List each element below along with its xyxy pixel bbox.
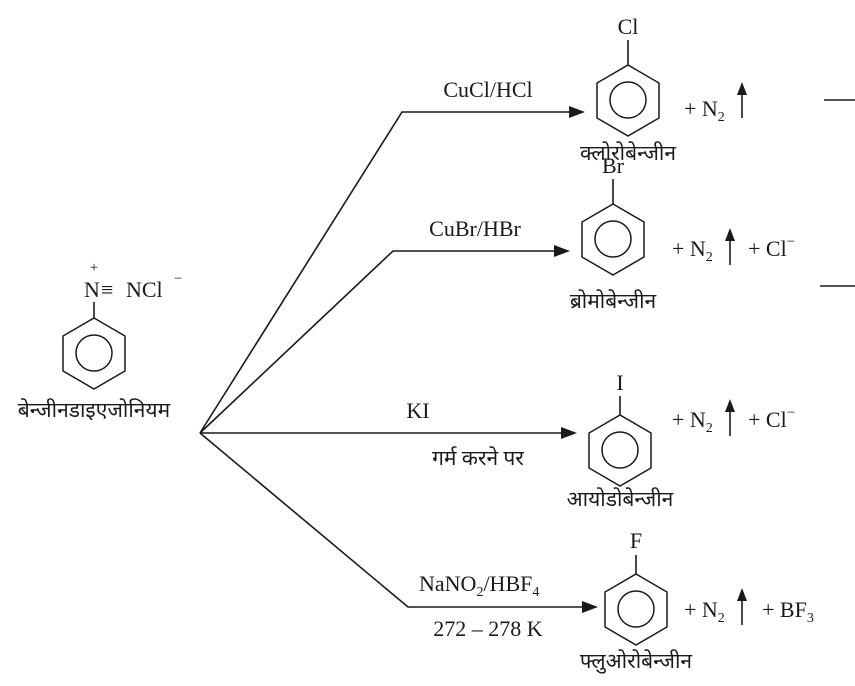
svg-text:+ N2: + N2 [672,236,713,265]
product-name-bromo: ब्रोमोबेन्जीन [570,289,657,313]
reactant-name: बेन्जीनडाइएजोनियम [18,398,171,422]
byproducts-chloro: + N2 [684,82,747,125]
byproduct-n2-sub-bromo: 2 [706,250,713,265]
arrow-fluoro [199,432,583,608]
byproduct-n2-sub-fluoro: 2 [718,611,725,626]
reagent-fluoro-sub-1: 2 [476,585,483,600]
reactant-counter: NCl [126,277,163,302]
svg-text:+ BF3: + BF3 [762,597,814,626]
product-chlorobenzene: Cl क्लोरोबेन्जीन [580,14,676,165]
byproduct-cl-bromo: + Cl [748,236,787,261]
product-bromobenzene: Br ब्रोमोबेन्जीन [570,153,657,313]
svg-text:+ N2: + N2 [684,96,725,125]
gas-evolution-arrow-icon [725,399,735,436]
byproduct-cl-charge-iodo: − [787,405,795,421]
arrow-head-iodo [561,427,577,439]
benzene-ring-bromo [581,203,645,276]
substituent-bromo: Br [602,153,625,178]
byproduct-n2-fluoro: + N [684,597,718,622]
product-name-chloro: क्लोरोबेन्जीन [580,141,676,165]
reaction-arrows [199,106,598,613]
reactant-benzene-ring [62,317,126,390]
product-iodobenzene: I आयोडोबेन्जीन [567,370,674,511]
byproducts-iodo: + N2 + Cl− [672,399,795,436]
reactant-counter-charge: − [174,271,182,287]
reactant-charge: + [90,260,98,276]
benzene-ring-iodo [588,414,652,487]
byproduct-n2-chloro: + N [684,96,718,121]
svg-text:+ Cl−: + Cl− [748,405,795,432]
arrow-bromo [199,250,555,434]
reagent-fluoro-sub-2: 4 [532,585,539,600]
arrow-head-bromo [554,245,570,257]
reagent-fluoro: NaNO2/HBF4 [419,571,539,600]
byproduct-n2-bromo: + N [672,236,706,261]
byproduct-n2-sub-iodo: 2 [706,421,713,436]
benzene-ring-fluoro [604,573,668,646]
reagent-iodo: KI [406,398,429,423]
svg-text:+ N2: + N2 [672,407,713,436]
byproducts-bromo: + N2 + Cl− [672,228,795,265]
byproduct-cl-iodo: + Cl [748,407,787,432]
gas-evolution-arrow-icon [737,82,747,118]
byproduct-n2-iodo: + N [672,407,706,432]
byproduct-bf3-sub-fluoro: 3 [807,611,814,626]
reactant-triple-bond: ≡ [101,277,113,302]
reagent-bromo: CuBr/HBr [429,216,521,241]
gas-evolution-arrow-icon [737,588,747,625]
reactant-group: + N ≡ NCl − बेन्जीनडाइएजोनियम [18,260,183,422]
byproduct-cl-charge-bromo: − [787,234,795,250]
reagent-fluoro-part-2: /HBF [483,571,532,596]
substituent-chloro: Cl [618,14,639,39]
product-name-iodo: आयोडोबेन्जीन [567,487,674,511]
substituent-iodo: I [616,370,623,395]
arrow-chloro [199,111,570,434]
reactant-nitrogen: N [84,277,100,302]
arrow-head-chloro [569,106,585,118]
reagent-chloro: CuCl/HCl [443,77,532,102]
svg-text:+ N2: + N2 [684,597,725,626]
condition-iodo: गर्म करने पर [432,446,524,470]
byproduct-bf3-fluoro: + BF [762,597,807,622]
product-name-fluoro: फ्लुओरोबेन्जीन [580,649,693,674]
gas-evolution-arrow-icon [725,228,735,265]
product-fluorobenzene: F फ्लुओरोबेन्जीन [580,528,693,674]
reagent-fluoro-part-1: NaNO [419,571,476,596]
svg-text:NaNO2/HBF4: NaNO2/HBF4 [419,571,539,600]
arrow-head-fluoro [582,601,598,613]
benzene-ring-chloro [596,64,660,137]
byproduct-n2-sub-chloro: 2 [718,110,725,125]
svg-text:+ Cl−: + Cl− [748,234,795,261]
substituent-fluoro: F [630,528,642,553]
condition-fluoro: 272 – 278 K [433,616,543,641]
byproducts-fluoro: + N2 + BF3 [684,588,814,626]
